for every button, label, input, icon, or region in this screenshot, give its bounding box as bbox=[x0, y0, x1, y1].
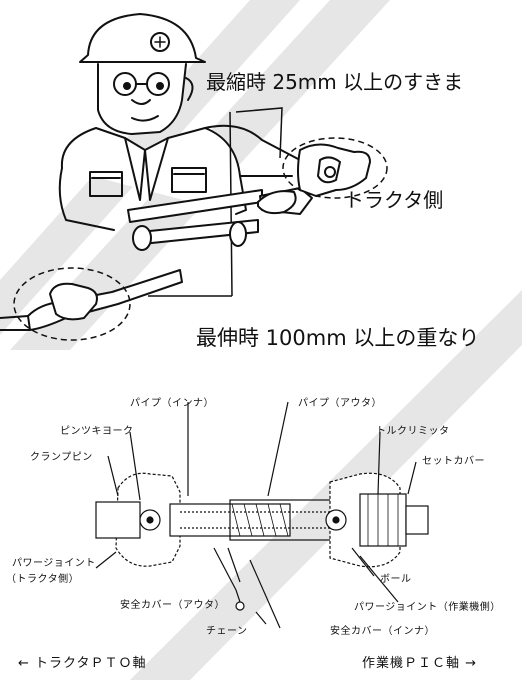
pto-shaft-upper bbox=[127, 143, 371, 251]
label-power-joint-tractor-1: パワージョイント bbox=[12, 558, 96, 569]
pto-shaft-lower bbox=[0, 269, 183, 331]
torque-limiter bbox=[359, 493, 407, 547]
implement-pic-shaft-caption: 作業機ＰＩＣ軸 → bbox=[362, 656, 478, 671]
chain bbox=[213, 547, 241, 603]
label-pipe-inner: パイプ（インナ） bbox=[130, 398, 214, 409]
label-pipe-outer: パイプ（アウタ） bbox=[298, 398, 382, 409]
arm-right bbox=[204, 124, 301, 161]
label-chain: チェーン bbox=[206, 626, 248, 637]
min-length-note: 最縮時 25mm 以上のすきま bbox=[206, 70, 464, 94]
tractor-pto-shaft-caption: ← トラクタＰＴＯ軸 bbox=[18, 656, 147, 671]
label-pin-yoke: ピンツキヨーク bbox=[60, 426, 134, 437]
worker-illustration bbox=[58, 13, 301, 231]
label-power-joint-tractor-2: （トラクタ側） bbox=[6, 574, 80, 585]
helmet-emblem bbox=[150, 32, 170, 52]
label-torque-limiter: トルクリミッタ bbox=[376, 426, 450, 437]
label-clamp-pin: クランプピン bbox=[30, 452, 93, 463]
tractor-side-label: トラクタ側 bbox=[344, 188, 444, 212]
label-set-cover: セットカバー bbox=[422, 456, 485, 467]
label-ball: ボール bbox=[380, 574, 412, 585]
pin-yoke bbox=[95, 501, 141, 539]
label-safety-cover-inner: 安全カバー（インナ） bbox=[330, 626, 435, 637]
pocket-right bbox=[171, 167, 207, 193]
helmet bbox=[79, 13, 206, 63]
face bbox=[97, 63, 187, 135]
max-length-note: 最伸時 100mm 以上の重なり bbox=[196, 326, 480, 350]
tractor-joint-highlight bbox=[282, 137, 388, 199]
label-safety-cover-outer: 安全カバー（アウタ） bbox=[120, 600, 225, 611]
pocket-left bbox=[89, 171, 123, 197]
pto-shaft-cross-section bbox=[95, 401, 429, 629]
label-power-joint-implement: パワージョイント（作業機側） bbox=[354, 602, 501, 613]
implement-joint-highlight bbox=[13, 267, 131, 341]
